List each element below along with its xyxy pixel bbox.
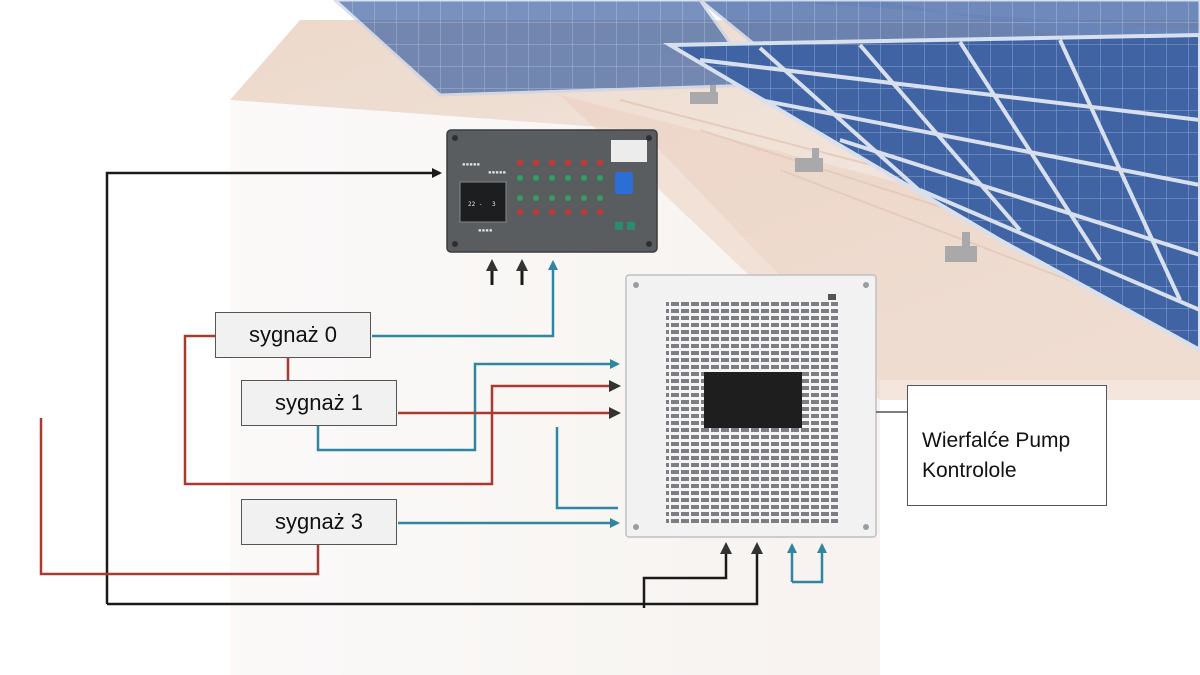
pump-controller-label-line2: Kontrolole: [922, 459, 1017, 482]
pump-controller-label-line1: Wierfalće Pump: [922, 429, 1071, 452]
black-wires: [105, 168, 763, 608]
teal-wires: [316, 260, 827, 584]
ventilated-pump-controller-icon: [625, 274, 877, 538]
svg-text:22 -: 22 -: [468, 201, 482, 208]
control-panel-icon: ▪▪▪▪▪ ▪▪▪▪▪ 22 - 3 ▪▪▪▪: [446, 129, 658, 253]
signal-1-box: sygnaż 1: [241, 380, 397, 426]
pump-controller-label-box: Wierfalće Pump Kontrolole: [907, 385, 1107, 506]
red-wires: [39, 334, 621, 576]
svg-text:▪▪▪▪: ▪▪▪▪: [478, 227, 492, 234]
svg-text:▪▪▪▪▪: ▪▪▪▪▪: [462, 161, 480, 168]
signal-3-box: sygnaż 3: [241, 499, 397, 545]
signal-0-label: sygnaż 0: [248, 322, 338, 347]
signal-3-label: sygnaż 3: [274, 509, 364, 534]
controller-input-arrows: [486, 259, 528, 285]
svg-text:▪▪▪▪▪: ▪▪▪▪▪: [488, 169, 506, 176]
signal-0-box: sygnaż 0: [215, 312, 371, 358]
indicator-leds: [517, 160, 603, 215]
signal-1-label: sygnaż 1: [274, 390, 364, 415]
solar-panel-array-icon: [332, 0, 1200, 353]
svg-text:3: 3: [492, 201, 496, 208]
